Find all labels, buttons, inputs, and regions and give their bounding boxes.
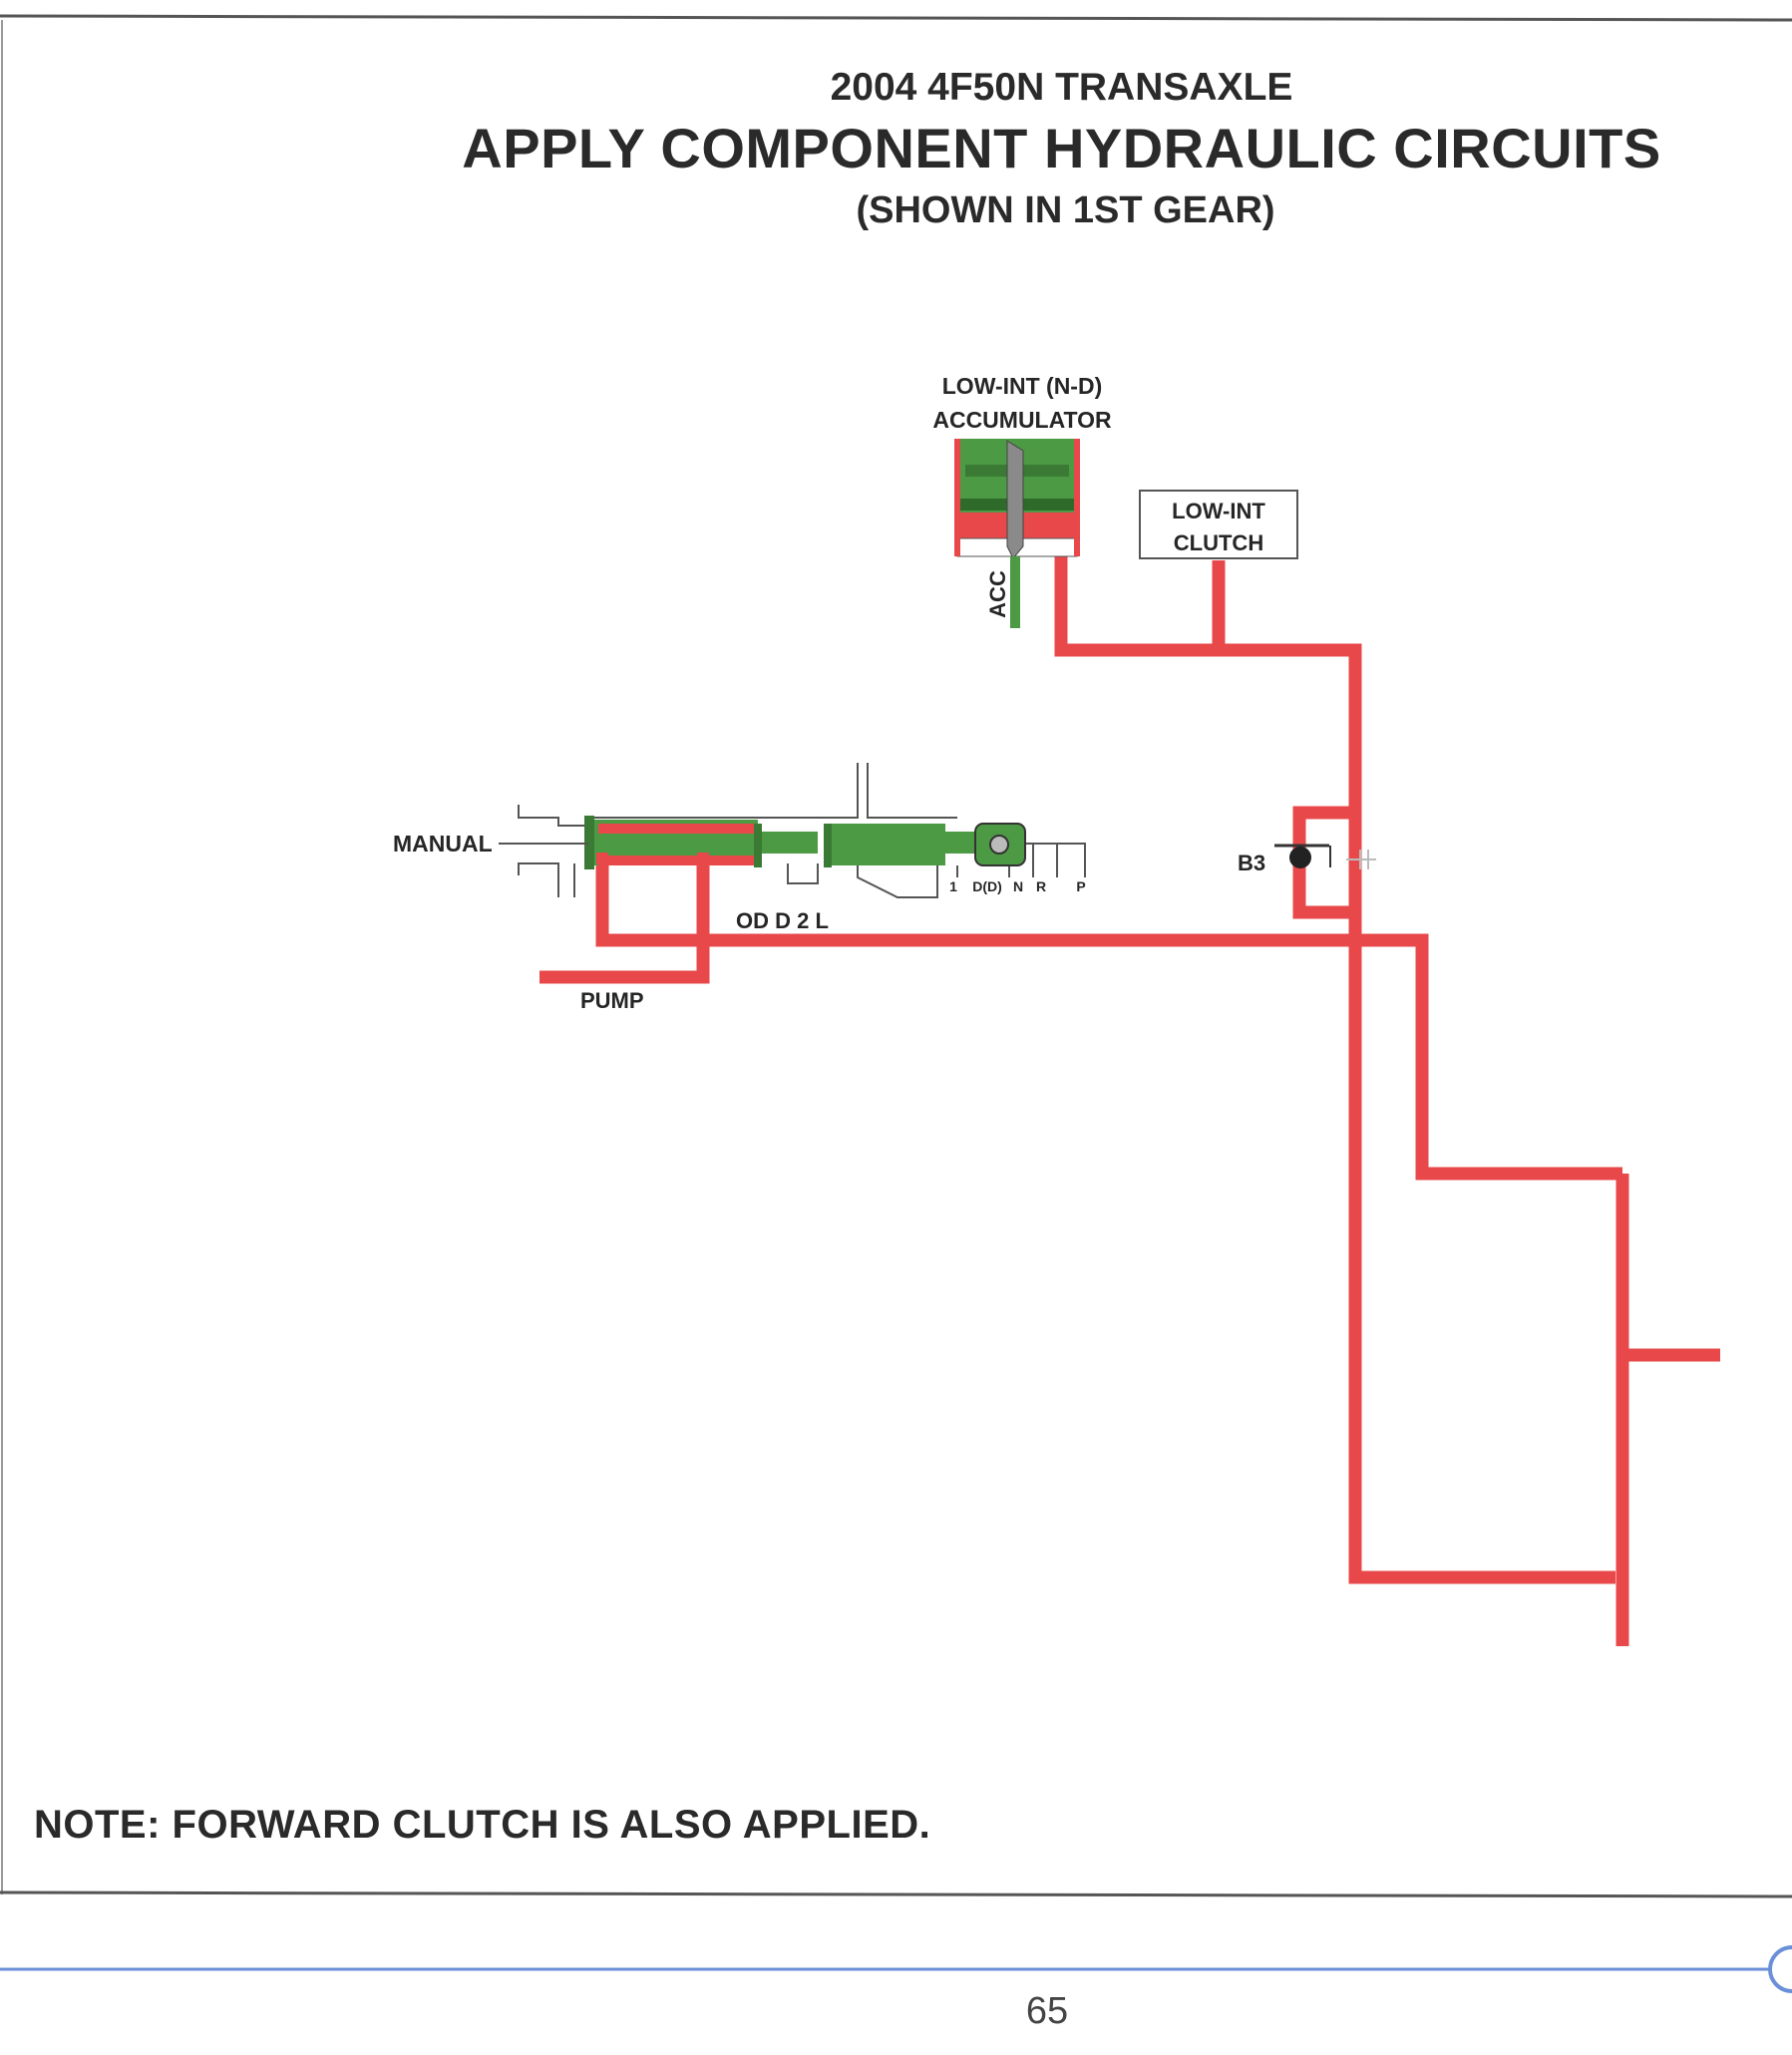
clutch-label-line-2: CLUTCH: [1174, 530, 1263, 555]
acc-port-label: ACC: [985, 570, 1010, 618]
gear-note: (SHOWN IN 1ST GEAR): [856, 189, 1275, 231]
check-ball-label: B3: [1238, 851, 1265, 875]
bottom-frame-rule: [0, 1890, 1792, 1898]
accumulator-label-line-2: ACCUMULATOR: [932, 407, 1112, 433]
manual-valve: [499, 763, 1086, 898]
apply-pressure-circuit: [539, 526, 1720, 1646]
pump-label: PUMP: [580, 988, 644, 1013]
detent-label: 1: [949, 878, 957, 894]
clutch-label-line-1: LOW-INT: [1172, 499, 1265, 523]
accumulator: [954, 439, 1080, 628]
detent-label: N: [1013, 878, 1023, 894]
low-int-clutch-box: [1139, 490, 1298, 559]
range-label: OD D 2 L: [736, 908, 829, 933]
b3-check-ball: [1274, 844, 1376, 869]
page-subtitle: 2004 4F50N TRANSAXLE: [830, 66, 1293, 109]
detent-label: D(D): [972, 878, 1002, 894]
top-frame-rule: [0, 14, 1792, 22]
manual-valve-label: MANUAL: [393, 831, 493, 856]
forward-clutch-note: NOTE: FORWARD CLUTCH IS ALSO APPLIED.: [34, 1803, 931, 1847]
detent-label: P: [1076, 878, 1085, 894]
check-ball-icon: [1289, 847, 1311, 868]
page-curl-icon: [1768, 1945, 1792, 1993]
page-number: 65: [1025, 1990, 1069, 2032]
page-title: APPLY COMPONENT HYDRAULIC CIRCUITS: [462, 117, 1661, 179]
detent-label: R: [1036, 878, 1046, 894]
accumulator-label-line-1: LOW-INT (N-D): [942, 373, 1102, 399]
